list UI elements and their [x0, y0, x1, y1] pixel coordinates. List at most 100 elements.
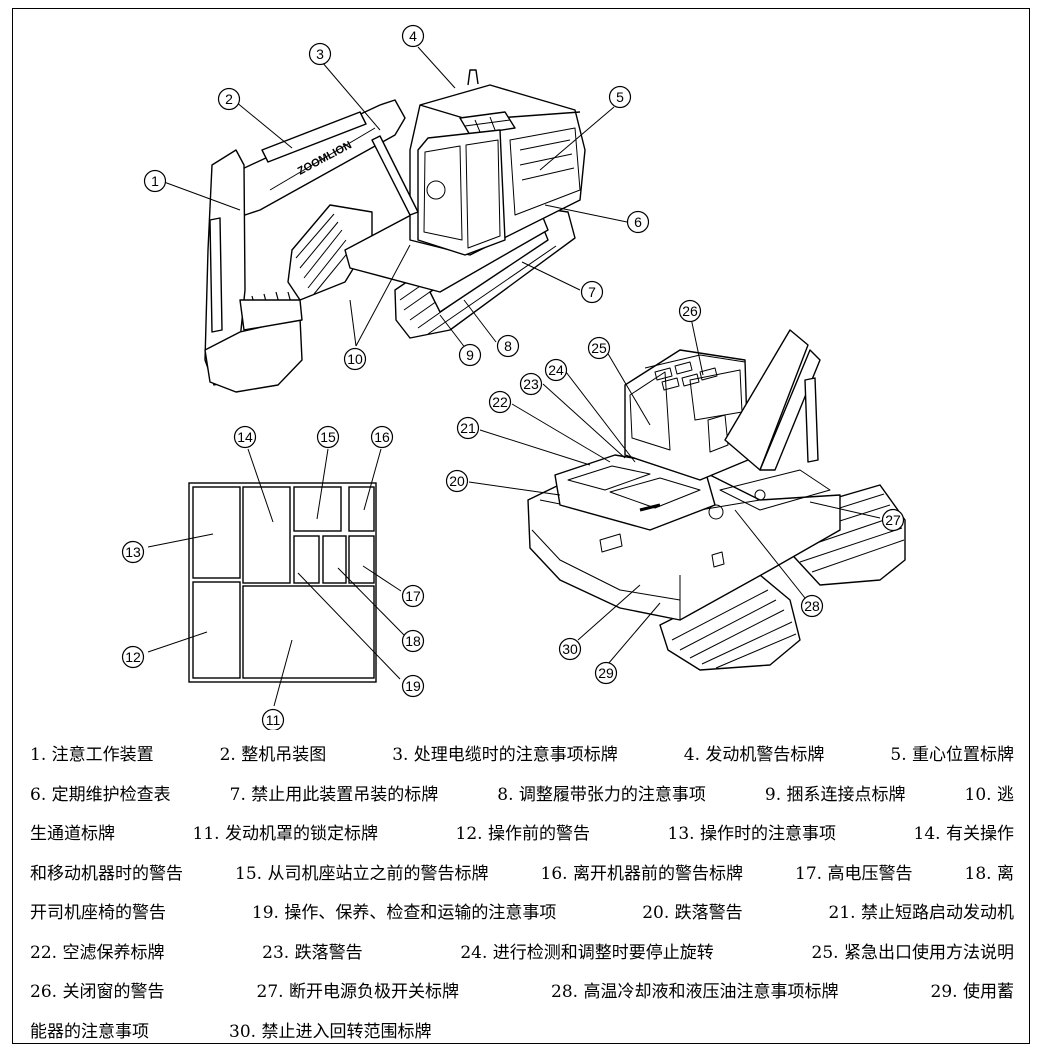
callout-number: 13: [125, 544, 141, 560]
callout-14: 14: [233, 425, 257, 449]
callout-circle: [544, 358, 568, 382]
legend-item: 19. 操作、保养、检查和运输的注意事项: [251, 903, 557, 923]
legend-line: 22. 空滤保养标牌 23. 跌落警告 24. 进行检测和调整时要停止旋转 25. 紧…: [30, 934, 1014, 974]
callout-29: 29: [594, 661, 618, 685]
callout-number: 20: [449, 473, 465, 489]
legend-item: 28. 高温冷却液和液压油注意事项标牌: [551, 982, 839, 1002]
legend-item: 13. 操作时的注意事项: [667, 824, 836, 844]
callout-number: 15: [320, 429, 336, 445]
legend-item: 9. 捆系连接点标牌: [764, 784, 906, 805]
callout-circle: [456, 416, 480, 440]
callout-number: 30: [562, 641, 578, 657]
legend-item: 8. 调整履带张力的注意事项: [497, 784, 706, 805]
callout-number: 17: [405, 588, 421, 604]
callout-19: 19: [401, 674, 425, 698]
legend-item: 2. 整机吊装图: [219, 745, 327, 765]
callout-number: 14: [237, 429, 253, 445]
callout-circle: [217, 87, 241, 111]
callout-2: 2: [217, 87, 241, 111]
legend-item: 12. 操作前的警告: [455, 824, 590, 844]
callout-number: 11: [266, 712, 281, 728]
callout-circle: [678, 299, 702, 323]
callout-10: 10: [343, 347, 367, 371]
legend-item: 开司机座椅的警告: [30, 903, 166, 923]
figure-frame: [12, 8, 1030, 1044]
callout-18: 18: [401, 629, 425, 653]
legend-item: 26. 关闭窗的警告: [30, 982, 165, 1002]
callout-circle: [519, 372, 543, 396]
legend-item: 29. 使用蓄: [930, 982, 1014, 1002]
callout-number: 6: [634, 214, 642, 230]
callout-number: 3: [316, 46, 324, 62]
callout-number: 22: [492, 394, 508, 410]
callout-number: 25: [591, 340, 607, 356]
legend-item: 22. 空滤保养标牌: [30, 942, 165, 963]
callout-13: 13: [121, 540, 145, 564]
callout-4: 4: [401, 24, 425, 48]
callout-circle: [261, 708, 285, 730]
cab-label-layout: [188, 482, 377, 683]
callout-circle: [401, 629, 425, 653]
callout-number: 23: [523, 376, 539, 392]
legend-item: 能器的注意事项: [30, 1021, 149, 1042]
callout-number: 1: [151, 173, 159, 189]
callout-circle: [458, 343, 482, 367]
callout-23: 23: [519, 372, 543, 396]
callout-number: 29: [598, 665, 614, 681]
legend-item: 和移动机器时的警告: [30, 863, 183, 884]
legend-item: 3. 处理电缆时的注意事项标牌: [392, 745, 618, 765]
callout-6: 6: [626, 210, 650, 234]
legend-item: 27. 断开电源负极开关标牌: [256, 982, 459, 1002]
legend-item: 24. 进行检测和调整时要停止旋转: [460, 942, 714, 963]
callout-number: 5: [616, 89, 624, 105]
callout-circle: [316, 425, 340, 449]
callout-circle: [594, 661, 618, 685]
callout-number: 28: [804, 598, 820, 614]
callout-circle: [608, 85, 632, 109]
legend-item: 4. 发动机警告标牌: [683, 745, 825, 765]
callout-number: 4: [409, 28, 417, 44]
legend-item: 23. 跌落警告: [262, 942, 363, 963]
callout-circle: [401, 674, 425, 698]
leader-lines: [147, 46, 881, 707]
callout-number: 8: [504, 338, 512, 354]
legend-line: 生通道标牌 11. 发动机罩的锁定标牌 12. 操作前的警告 13. 操作时的注意事项…: [30, 815, 1014, 855]
callout-21: 21: [456, 416, 480, 440]
callout-11: 11: [261, 708, 285, 730]
callout-7: 7: [580, 280, 604, 304]
callout-number: 18: [405, 633, 421, 649]
legend-item: 25. 紧急出口使用方法说明: [811, 942, 1014, 963]
legend-item: 21. 禁止短路启动发动机: [828, 903, 1014, 923]
legend-item: 15. 从司机座站立之前的警告标牌: [235, 863, 489, 884]
excavator-rear-view: [527, 329, 906, 671]
legend-item: 17. 高电压警告: [795, 863, 913, 884]
callout-circle: [800, 594, 824, 618]
callout-circle: [587, 336, 611, 360]
callout-circle: [445, 469, 469, 493]
callout-number: 21: [460, 420, 476, 436]
callout-number: 27: [885, 512, 901, 528]
legend-item: 6. 定期维护检查表: [30, 784, 171, 805]
legend-item: 11. 发动机罩的锁定标牌: [192, 824, 378, 844]
legend-item: 5. 重心位置标牌: [890, 745, 1014, 765]
legend-item: 生通道标牌: [30, 824, 115, 844]
callout-number: 16: [374, 429, 390, 445]
callout-number: 7: [588, 284, 596, 300]
callout-27: 27: [881, 508, 905, 532]
callout-20: 20: [445, 469, 469, 493]
callout-17: 17: [401, 584, 425, 608]
callout-circle: [370, 425, 394, 449]
callout-9: 9: [458, 343, 482, 367]
callout-3: 3: [308, 42, 332, 66]
callout-number: 24: [548, 362, 564, 378]
callout-circle: [121, 645, 145, 669]
callout-circle: [143, 169, 167, 193]
excavator-label-diagram: ZOOMLION: [121, 24, 906, 730]
callout-25: 25: [587, 336, 611, 360]
callout-28: 28: [800, 594, 824, 618]
